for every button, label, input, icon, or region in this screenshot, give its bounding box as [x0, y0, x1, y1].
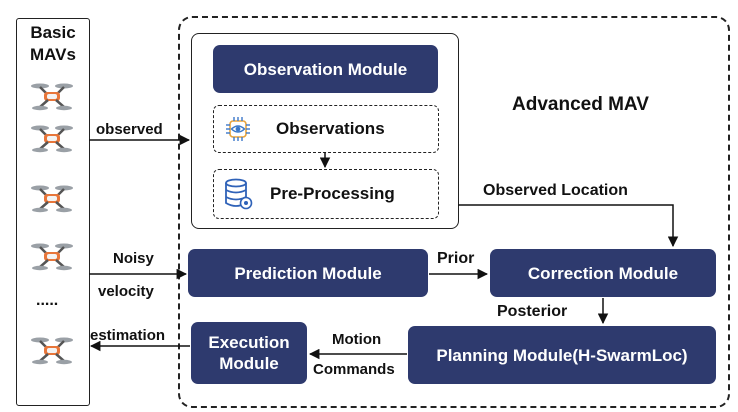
- arrow-observed-location: [458, 204, 679, 248]
- observation-module: Observation Module: [213, 45, 438, 93]
- drone-icon: [30, 182, 74, 214]
- label-velocity: velocity: [98, 283, 154, 300]
- label-commands: Commands: [313, 361, 395, 378]
- drone-icon: [30, 122, 74, 154]
- drone-icon: [30, 240, 74, 272]
- label-motion: Motion: [332, 331, 382, 348]
- prediction-module: Prediction Module: [188, 249, 428, 297]
- observations-box: Observations: [213, 105, 439, 153]
- label-observed: observed: [96, 121, 163, 138]
- observations-label: Observations: [276, 119, 385, 138]
- eye-chip-icon: [222, 113, 254, 145]
- correction-module: Correction Module: [490, 249, 716, 297]
- advanced-mav-title: Advanced MAV: [512, 94, 649, 115]
- label-noisy: Noisy: [113, 250, 154, 267]
- basic-mavs-title: Basic MAVs: [30, 23, 76, 64]
- execution-module: Execution Module: [191, 322, 307, 384]
- preprocessing-label: Pre-Processing: [270, 184, 395, 203]
- advanced-mav-container: [178, 16, 730, 408]
- database-icon: [222, 177, 254, 211]
- preprocessing-box: Pre-Processing: [213, 169, 439, 219]
- drone-icon: [30, 334, 74, 366]
- label-prior: Prior: [437, 250, 475, 267]
- basic-mavs-panel: [16, 18, 90, 406]
- label-estimation: estimation: [90, 327, 166, 344]
- label-posterior: Posterior: [497, 303, 568, 320]
- drone-icon: [30, 80, 74, 112]
- planning-module: Planning Module(H-SwarmLoc): [408, 326, 716, 384]
- drones-ellipsis: .....: [36, 292, 59, 309]
- label-observed-location: Observed Location: [483, 182, 628, 199]
